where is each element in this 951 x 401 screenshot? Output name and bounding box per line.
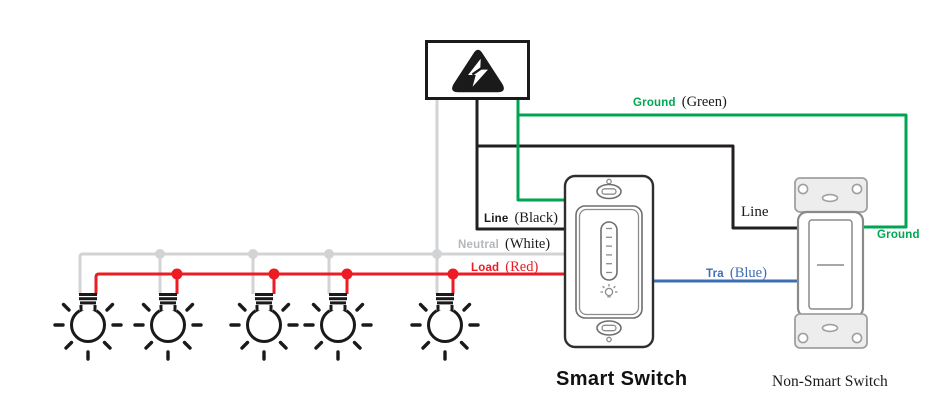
wire-color-name: (Blue) xyxy=(729,265,767,281)
non-smart-ground-label: Ground xyxy=(877,229,920,241)
small-bulb-icon xyxy=(600,284,618,298)
line-wire-label: Line (Black) xyxy=(484,210,558,227)
mounting-bracket xyxy=(794,313,868,349)
junction-dot xyxy=(324,249,334,259)
screw-hole-icon xyxy=(851,183,863,195)
junction-dot xyxy=(155,249,165,259)
line-wire xyxy=(475,100,566,231)
junction-dot xyxy=(341,268,353,280)
ground-wire xyxy=(516,100,566,202)
junction-dot xyxy=(171,268,183,280)
wire-name: Tra xyxy=(706,268,724,280)
ground-wire-label: Ground (Green) xyxy=(633,94,727,111)
screw-hole-icon xyxy=(797,183,809,195)
wire-name: Line xyxy=(484,213,509,225)
pinhole-icon xyxy=(606,178,612,185)
light-bulb-icon xyxy=(53,293,123,361)
power-source-box xyxy=(425,40,530,100)
lightning-bolt-icon xyxy=(451,49,504,92)
junction-dot xyxy=(447,268,459,280)
light-bulb-icon xyxy=(303,293,373,361)
non-smart-switch-title: Non-Smart Switch xyxy=(772,373,888,390)
junction-dot xyxy=(432,249,442,259)
junction-dot xyxy=(248,249,258,259)
light-bulb-icon xyxy=(410,293,480,361)
screw-hole-icon xyxy=(851,332,863,344)
light-bulb-icon xyxy=(229,293,299,361)
neutral-wire xyxy=(78,252,566,294)
screw-hole-icon xyxy=(797,332,809,344)
wire-color-name: (Black) xyxy=(514,210,558,226)
slot-icon xyxy=(821,323,839,333)
line-wire-branch xyxy=(477,144,801,230)
screw-icon xyxy=(596,320,622,336)
dimmer-level-icon xyxy=(600,221,618,281)
load-wire xyxy=(94,272,566,294)
pinhole-icon xyxy=(606,336,612,343)
ground-wire-branch xyxy=(518,113,908,229)
non-smart-line-label: Line xyxy=(741,204,769,220)
wire-color-name: (White) xyxy=(505,236,551,252)
smart-switch-title: Smart Switch xyxy=(556,368,688,390)
wire-name: Ground xyxy=(633,97,676,109)
screw-icon xyxy=(596,183,622,200)
wire-name: Load xyxy=(471,262,500,274)
wire-name: Neutral xyxy=(458,239,500,251)
junction-dot xyxy=(268,268,280,280)
neutral-wire-label: Neutral (White) xyxy=(458,236,550,253)
rocker-switch xyxy=(808,219,853,310)
wire-color-name: (Green) xyxy=(681,94,727,110)
tra-wire-label: Tra (Blue) xyxy=(706,265,767,282)
load-wire-label: Load (Red) xyxy=(471,259,538,276)
wire-color-name: (Red) xyxy=(505,259,539,275)
mounting-bracket xyxy=(794,177,868,213)
light-bulb-icon xyxy=(133,293,203,361)
slot-icon xyxy=(821,193,839,203)
non-smart-switch-graphic xyxy=(794,177,868,349)
smart-switch-graphic xyxy=(563,174,655,349)
